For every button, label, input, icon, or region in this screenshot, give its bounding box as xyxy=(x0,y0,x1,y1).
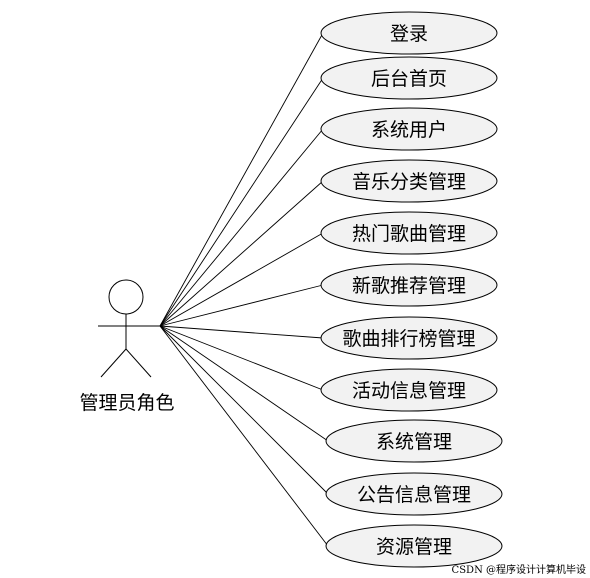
use-case-label: 公告信息管理 xyxy=(357,484,471,506)
association-line xyxy=(159,325,329,495)
use-case-item: 公告信息管理 xyxy=(325,472,503,516)
use-case-item: 活动信息管理 xyxy=(320,368,498,412)
actor-right-leg xyxy=(125,348,152,378)
use-case-ellipse xyxy=(325,419,503,463)
actor-head xyxy=(108,279,144,315)
association-line xyxy=(159,232,324,327)
actor-left-leg xyxy=(100,348,127,378)
association-line xyxy=(159,325,324,391)
use-case-label: 后台首页 xyxy=(371,68,447,90)
use-case-item: 热门歌曲管理 xyxy=(320,211,498,255)
use-case-label: 活动信息管理 xyxy=(352,380,466,402)
association-line xyxy=(159,284,324,327)
use-case-list: 登录后台首页系统用户音乐分类管理热门歌曲管理新歌推荐管理歌曲排行榜管理活动信息管… xyxy=(320,11,503,568)
use-case-ellipse xyxy=(320,316,498,360)
use-case-item: 系统用户 xyxy=(320,107,498,151)
association-line xyxy=(159,180,324,327)
use-case-label: 新歌推荐管理 xyxy=(352,275,466,297)
association-line xyxy=(159,32,324,327)
use-case-ellipse xyxy=(320,107,498,151)
use-case-label: 音乐分类管理 xyxy=(352,171,466,193)
use-case-ellipse xyxy=(320,368,498,412)
use-case-item: 新歌推荐管理 xyxy=(320,263,498,307)
use-case-item: 歌曲排行榜管理 xyxy=(320,316,498,360)
use-case-label: 登录 xyxy=(390,23,428,45)
association-line xyxy=(159,77,324,327)
watermark: CSDN @程序设计计算机毕设 xyxy=(452,563,586,576)
use-case-ellipse xyxy=(320,263,498,307)
use-case-item: 音乐分类管理 xyxy=(320,159,498,203)
use-case-ellipse xyxy=(325,472,503,516)
actor-admin: 管理员角色 xyxy=(79,279,175,414)
use-case-ellipse xyxy=(320,56,498,100)
actor-label: 管理员角色 xyxy=(79,392,174,414)
use-case-label: 系统管理 xyxy=(376,431,452,453)
use-case-item: 后台首页 xyxy=(320,56,498,100)
association-lines xyxy=(159,32,329,547)
use-case-label: 资源管理 xyxy=(376,536,452,558)
use-case-item: 登录 xyxy=(320,11,498,55)
use-case-ellipse xyxy=(320,211,498,255)
use-case-ellipse xyxy=(320,159,498,203)
association-line xyxy=(159,128,324,327)
use-case-label: 系统用户 xyxy=(371,119,447,141)
use-case-ellipse xyxy=(325,524,503,568)
association-line xyxy=(159,325,329,442)
use-case-item: 资源管理 xyxy=(325,524,503,568)
use-case-label: 热门歌曲管理 xyxy=(352,223,466,245)
association-line xyxy=(159,325,329,547)
use-case-item: 系统管理 xyxy=(325,419,503,463)
use-case-ellipse xyxy=(320,11,498,55)
use-case-label: 歌曲排行榜管理 xyxy=(342,328,475,350)
association-line xyxy=(159,325,324,339)
